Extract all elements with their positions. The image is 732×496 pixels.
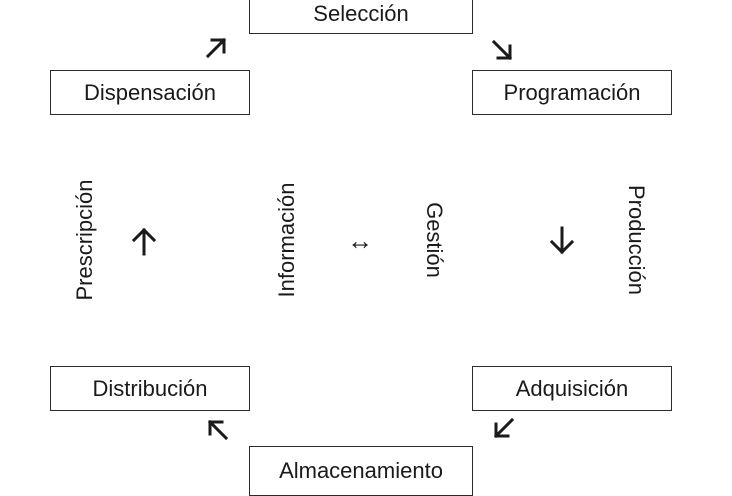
node-programacion-label: Programación [503, 79, 641, 105]
node-adquisicion: Adquisición [472, 366, 672, 411]
arrow-down-left-icon [493, 417, 515, 439]
phase-prescripcion: Prescripción [72, 179, 97, 301]
node-dispensacion: Dispensación [50, 70, 250, 115]
node-distribucion-label: Distribución [92, 375, 208, 401]
center-double-arrow-icon: ↔ [347, 225, 373, 256]
node-almacenamiento: Almacenamiento [249, 446, 473, 496]
node-dispensacion-label: Dispensación [83, 79, 217, 105]
phase-informacion: Información [274, 182, 299, 298]
node-seleccion-label: Selección [313, 1, 409, 26]
node-almacenamiento-label: Almacenamiento [279, 458, 443, 483]
arrow-up-icon [131, 227, 157, 256]
arrow-down-icon [549, 226, 575, 255]
node-adquisicion-label: Adquisición [515, 375, 629, 401]
node-distribucion: Distribución [50, 366, 250, 411]
arrow-up-right-icon [205, 37, 227, 59]
phase-gestion: Gestión [422, 202, 447, 278]
node-programacion: Programación [472, 70, 672, 115]
arrow-down-right-icon [491, 39, 513, 61]
phase-produccion: Producción [624, 184, 649, 296]
node-seleccion: Selección [249, 0, 473, 34]
arrow-up-left-icon [207, 419, 229, 441]
